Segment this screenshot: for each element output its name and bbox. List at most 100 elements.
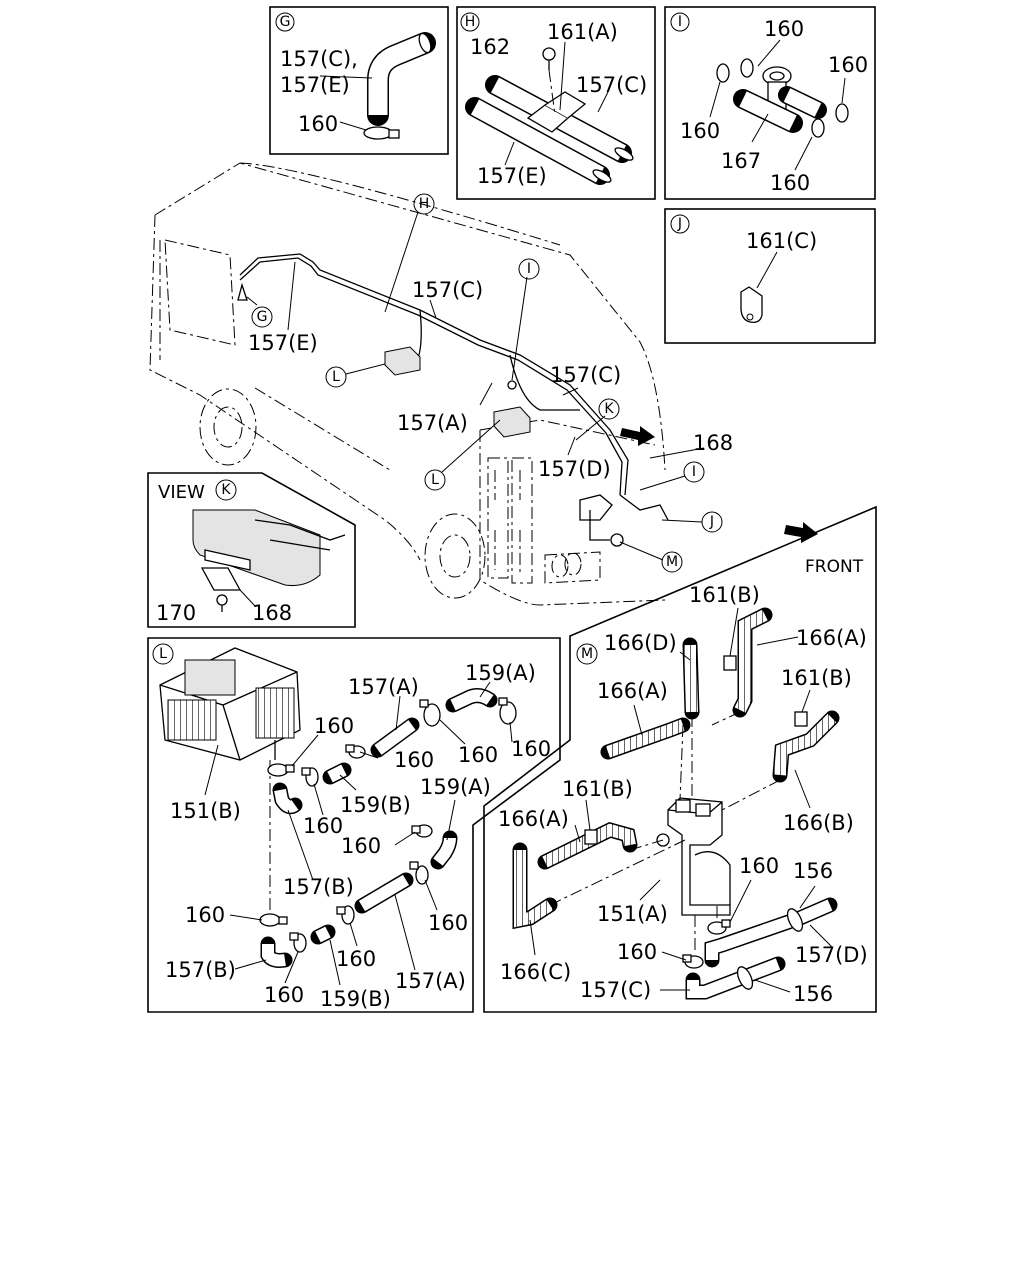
callout-g-icon xyxy=(275,12,295,32)
callout-i-icon xyxy=(683,461,705,483)
label: 167 xyxy=(721,149,761,173)
label: 168 xyxy=(693,431,733,455)
label: 161(C) xyxy=(746,229,817,253)
callout-i-icon xyxy=(518,258,540,280)
grommet-156 xyxy=(736,966,754,990)
label: 160 xyxy=(336,947,376,971)
label: 157(C) xyxy=(412,278,483,302)
callout-m-icon xyxy=(661,551,683,573)
callout-g: G xyxy=(257,309,268,325)
view-title: VIEW xyxy=(158,482,205,503)
callout-i-icon xyxy=(670,12,690,32)
callout-l-icon xyxy=(424,469,446,491)
detail-panel-g: G 157(C), 157(E) 160 xyxy=(269,6,449,155)
label: 161(A) xyxy=(547,20,618,44)
label: 157(A) xyxy=(397,411,468,435)
label: 157(A) xyxy=(395,969,466,993)
detail-panel-i: I 160 160 160 167 160 xyxy=(664,6,876,200)
label: 157(C), xyxy=(280,47,358,71)
label: 160 xyxy=(185,903,225,927)
detail-panel-l: L xyxy=(147,637,561,1013)
label: 166(D) xyxy=(604,631,677,655)
label: 166(B) xyxy=(783,811,854,835)
callout-j: J xyxy=(709,514,714,530)
label: 161(B) xyxy=(781,666,852,690)
label: 159(A) xyxy=(465,661,536,685)
label: 159(B) xyxy=(320,987,391,1011)
label: 170 xyxy=(156,601,196,625)
label: 156 xyxy=(793,982,833,1006)
label: 159(B) xyxy=(340,793,411,817)
label: 166(A) xyxy=(796,626,867,650)
front-label: FRONT xyxy=(805,557,864,577)
hose-166c xyxy=(514,850,554,928)
callout-i: I xyxy=(678,14,682,30)
label: 166(A) xyxy=(498,807,569,831)
label: 168 xyxy=(252,601,292,625)
callout-h-icon xyxy=(413,193,435,215)
label: 160 xyxy=(511,737,551,761)
bracket-161b xyxy=(794,711,808,727)
label: 157(B) xyxy=(165,958,236,982)
label: 151(A) xyxy=(597,902,668,926)
label: 160 xyxy=(428,911,468,935)
callout-l: L xyxy=(332,369,340,385)
label: 159(A) xyxy=(420,775,491,799)
label: 157(E) xyxy=(248,331,318,355)
label: 157(D) xyxy=(538,457,611,481)
callout-l-icon xyxy=(152,643,174,665)
label: 151(B) xyxy=(170,799,241,823)
callout-m: M xyxy=(581,646,593,662)
callout-l: L xyxy=(431,472,439,488)
callout-m: M xyxy=(666,554,678,570)
screw-162 xyxy=(542,47,556,61)
callout-l: L xyxy=(159,646,167,662)
callout-g: G xyxy=(280,14,291,30)
vehicle-overview: H I G L K L I J M 157(C) 157(E) 157(C) 1… xyxy=(149,162,733,606)
detail-panel-h: H 162 161(A) 157(C) 157(E) xyxy=(456,6,656,200)
label: 160 xyxy=(458,743,498,767)
callout-j-icon xyxy=(701,511,723,533)
label: 160 xyxy=(314,714,354,738)
heater-unit-l2 xyxy=(493,406,531,438)
detail-panel-m: M FRONT xyxy=(483,505,877,1013)
bracket-161b xyxy=(723,655,737,671)
label: 160 xyxy=(303,814,343,838)
hose-166a xyxy=(605,719,686,758)
view-k-panel: VIEW K 170 168 xyxy=(147,472,356,628)
label: 160 xyxy=(680,119,720,143)
label: 157(E) xyxy=(280,73,350,97)
callout-h: H xyxy=(465,14,476,30)
callout-j: J xyxy=(677,216,682,232)
label: 157(C) xyxy=(576,73,647,97)
front-arrow-icon xyxy=(784,522,818,543)
label: 157(D) xyxy=(795,943,868,967)
label: 160 xyxy=(770,171,810,195)
callout-j-icon xyxy=(670,214,690,234)
clamp-160 xyxy=(363,126,393,140)
callout-k-icon xyxy=(215,479,237,501)
clip-161c xyxy=(740,286,763,323)
bolt-170 xyxy=(216,594,228,606)
callout-k-icon xyxy=(598,398,620,420)
front-arrow-icon xyxy=(620,426,655,446)
label: 157(E) xyxy=(477,164,547,188)
callout-i: I xyxy=(692,464,696,480)
callout-l-icon xyxy=(325,366,347,388)
hose-166a xyxy=(734,609,768,713)
label: 157(A) xyxy=(348,675,419,699)
bracket-161b xyxy=(584,829,598,845)
label: 157(B) xyxy=(283,875,354,899)
label: 160 xyxy=(617,940,657,964)
label: 160 xyxy=(739,854,779,878)
detail-panel-j: J 161(C) xyxy=(664,208,876,344)
label: 166(A) xyxy=(597,679,668,703)
callout-i: I xyxy=(527,261,531,277)
label: 157(C) xyxy=(580,978,651,1002)
pipe-157d xyxy=(706,899,833,960)
label: 157(C) xyxy=(550,363,621,387)
callout-g-icon xyxy=(251,306,273,328)
label: 160 xyxy=(828,53,868,77)
label: 161(B) xyxy=(562,777,633,801)
